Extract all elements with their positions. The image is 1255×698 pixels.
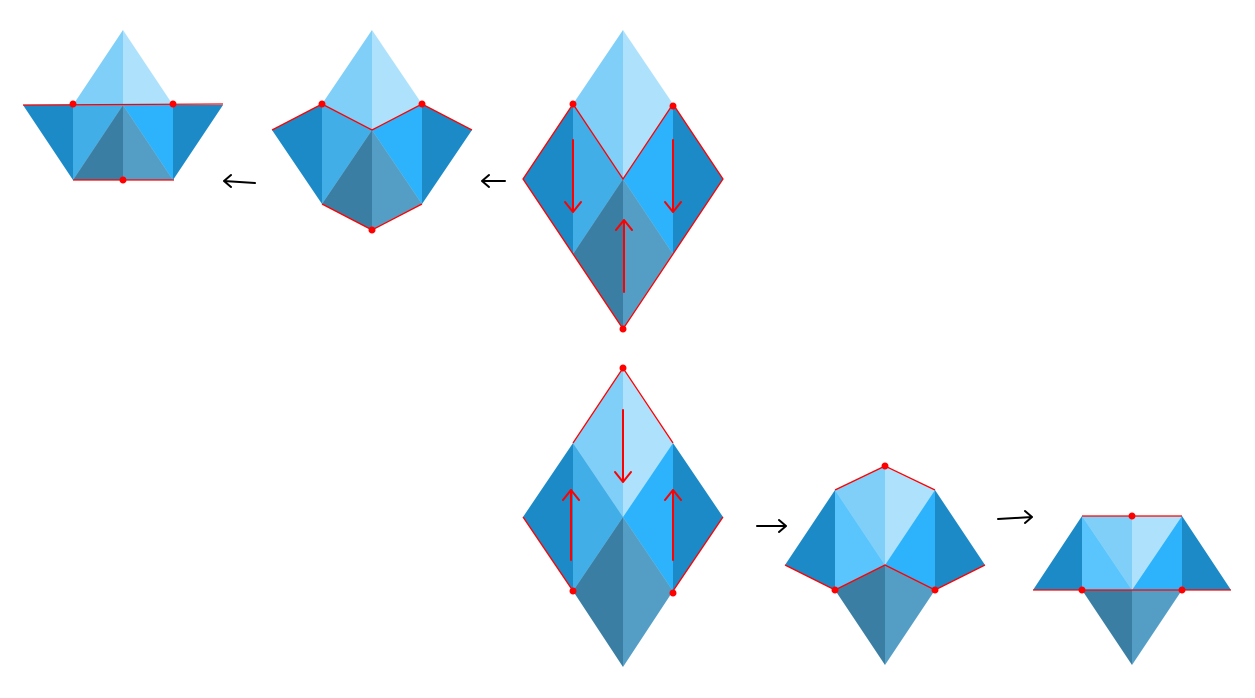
face-bottom-right — [123, 105, 173, 180]
figure-top-start — [522, 30, 724, 333]
face-top-right — [123, 30, 173, 105]
face-top-right — [372, 30, 422, 130]
vertex-dot — [418, 100, 426, 108]
face-bottom-left — [573, 517, 623, 667]
vertex-dot — [368, 226, 376, 234]
face-right-outer — [1182, 516, 1231, 590]
face-right-outer — [935, 490, 985, 590]
crease-line — [522, 516, 574, 592]
vertex-dot — [619, 325, 627, 333]
face-left-outer — [523, 443, 573, 591]
face-bottom-right — [885, 565, 935, 665]
face-top-right — [885, 466, 935, 565]
face-top-right — [623, 368, 673, 517]
face-bottom-right — [1132, 590, 1182, 665]
face-right-inner — [885, 490, 935, 590]
face-bottom-right — [372, 130, 422, 230]
vertex-dot — [318, 100, 326, 108]
fold-arrow-up — [664, 489, 682, 561]
figure-bottom-result — [1033, 512, 1231, 665]
crease-line — [784, 564, 986, 591]
face-left-inner — [573, 104, 623, 254]
fold-arrow-down — [614, 409, 632, 483]
vertex-dot — [669, 102, 677, 110]
face-bottom-right — [623, 517, 673, 667]
face-right-inner — [1132, 516, 1182, 590]
vertex-dot — [881, 462, 889, 470]
face-left-outer — [23, 105, 73, 180]
face-left-outer — [523, 104, 573, 254]
vertex-dot — [1178, 586, 1186, 594]
crease-line — [572, 103, 674, 181]
face-right-outer — [422, 104, 472, 204]
step-arrow-left — [223, 174, 256, 188]
vertex-dot — [1128, 512, 1136, 520]
face-right-inner — [623, 104, 673, 254]
face-top-left — [835, 466, 885, 565]
vertex-dot — [619, 364, 627, 372]
crease-line — [672, 516, 724, 592]
figure-top-middle — [271, 30, 473, 234]
vertex-dot — [831, 586, 839, 594]
step-arrow-right — [756, 519, 787, 533]
crease-line — [271, 103, 473, 131]
face-bottom-left — [322, 130, 372, 230]
face-right-outer — [673, 104, 723, 254]
fold-arrow-up — [615, 219, 633, 293]
fold-arrow-down — [564, 139, 582, 213]
vertex-dot — [569, 100, 577, 108]
face-top-left — [573, 30, 623, 179]
figure-top-result — [22, 30, 224, 184]
crease-line — [22, 103, 224, 106]
vertex-dot — [931, 586, 939, 594]
vertex-dot — [69, 100, 77, 108]
face-top-right — [623, 30, 673, 179]
vertex-dot — [169, 100, 177, 108]
face-top-left — [73, 30, 123, 105]
step-arrow-right — [997, 510, 1033, 524]
face-bottom-left — [573, 179, 623, 329]
step-arrow-left — [481, 174, 506, 188]
face-left-outer — [272, 104, 322, 204]
face-top-left — [573, 368, 623, 517]
vertex-dot — [669, 589, 677, 597]
face-right-inner — [372, 104, 422, 204]
face-left-outer — [785, 490, 835, 590]
face-left-outer — [1033, 516, 1082, 590]
face-bottom-left — [73, 105, 123, 180]
fold-arrow-down — [664, 139, 682, 213]
face-top-left — [322, 30, 372, 130]
face-left-inner — [835, 490, 885, 590]
vertex-dot — [119, 176, 127, 184]
face-bottom-right — [623, 179, 673, 329]
figure-bottom-start — [522, 364, 724, 667]
face-bottom-left — [835, 565, 885, 665]
face-right-outer — [173, 105, 223, 180]
fold-arrow-up — [562, 489, 580, 561]
face-left-inner — [1082, 516, 1132, 590]
vertex-dot — [569, 587, 577, 595]
face-left-inner — [573, 443, 623, 591]
vertex-dot — [1078, 586, 1086, 594]
face-right-inner — [623, 443, 673, 591]
figure-bottom-middle — [784, 462, 986, 665]
face-right-outer — [673, 443, 723, 591]
face-left-inner — [322, 104, 372, 204]
face-bottom-left — [1082, 590, 1132, 665]
